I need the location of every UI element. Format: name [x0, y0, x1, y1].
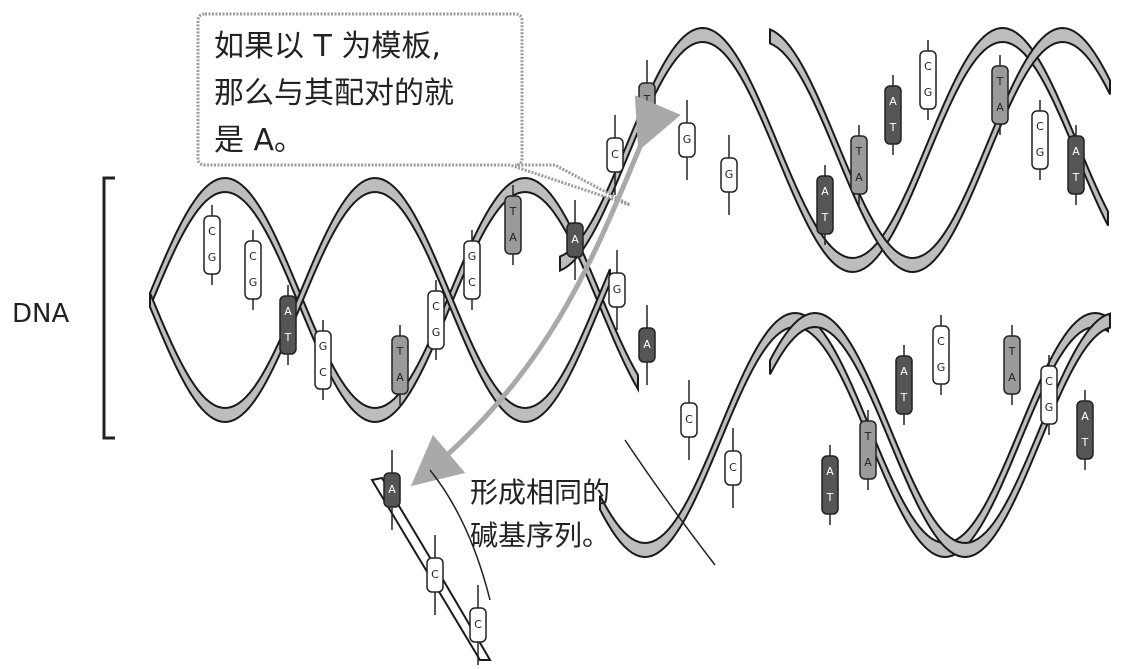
base-letter: C	[611, 148, 619, 161]
base-top-16: CG	[920, 40, 936, 120]
base-letter: G	[208, 251, 217, 264]
base-letter: A	[284, 305, 292, 318]
base-bottom-23: C	[725, 428, 741, 508]
dna-label: DNA	[12, 299, 69, 329]
base-letter: C	[474, 618, 482, 631]
base-top-1: CG	[245, 230, 261, 310]
base-top-12: G	[721, 135, 737, 215]
base-letter: T	[821, 211, 829, 224]
dna-bracket	[104, 178, 115, 438]
base-letter: C	[729, 461, 737, 474]
base-letter: T	[900, 391, 908, 404]
base-top-13: AT	[817, 165, 833, 245]
base-bottom-26: AT	[896, 345, 912, 425]
base-letter: T	[509, 205, 517, 218]
base-bottom-29: CG	[1041, 355, 1057, 435]
base-top-8: A	[567, 200, 583, 280]
base-top-4: TA	[392, 325, 408, 405]
base-letter: A	[821, 185, 829, 198]
base-letter: G	[249, 276, 258, 289]
base-letter: G	[1036, 146, 1045, 159]
base-letter: A	[388, 483, 396, 496]
base-letter: C	[431, 568, 439, 581]
base-letter: C	[1045, 375, 1053, 388]
base-letter: A	[1081, 410, 1089, 423]
base-letter: T	[826, 491, 834, 504]
note-line-1: 形成相同的	[470, 476, 610, 509]
base-letter: A	[571, 233, 579, 246]
base-top-5: CG	[428, 280, 444, 360]
base-letter: G	[1045, 401, 1054, 414]
callout-line-1: 如果以 T 为模板,	[214, 29, 441, 64]
base-letter: G	[468, 250, 477, 263]
base-letter: C	[432, 300, 440, 313]
base-letter: T	[284, 331, 292, 344]
base-letter: A	[855, 171, 863, 184]
base-letter: C	[208, 225, 216, 238]
base-letter: C	[685, 413, 693, 426]
base-bottom-22: C	[681, 380, 697, 460]
base-letter: G	[613, 283, 622, 296]
base-letter: G	[683, 133, 692, 146]
base-letter: T	[855, 145, 863, 158]
base-letter: T	[1072, 171, 1080, 184]
base-bottom-30: AT	[1077, 390, 1093, 470]
base-letter: A	[826, 465, 834, 478]
base-top-17: TA	[992, 55, 1008, 135]
callout-line-2: 那么与其配对的就	[214, 76, 454, 111]
base-bottom-24: AT	[822, 445, 838, 525]
base-letter: A	[509, 231, 517, 244]
base-letter: A	[396, 371, 404, 384]
base-top-9: C	[607, 115, 623, 195]
base-top-2: AT	[280, 285, 296, 365]
base-bottom-25: TA	[860, 410, 876, 490]
base-letter: G	[432, 326, 441, 339]
note-line-2: 碱基序列。	[470, 519, 610, 552]
base-letter: C	[937, 335, 945, 348]
base-letter: C	[468, 276, 476, 289]
base-letter: C	[249, 250, 257, 263]
base-letter: A	[1072, 145, 1080, 158]
base-top-7: TA	[505, 185, 521, 265]
base-letter: G	[725, 168, 734, 181]
base-letter: A	[900, 365, 908, 378]
base-letter: C	[924, 60, 932, 73]
callout-line-3: 是 A。	[214, 123, 304, 158]
base-letter: A	[1008, 371, 1016, 384]
base-letter: C	[1036, 120, 1044, 133]
base-letter: T	[396, 345, 404, 358]
base-letter: T	[889, 121, 897, 134]
base-bottom-27: CG	[933, 315, 949, 395]
base-top-6: GC	[464, 230, 480, 310]
base-top-0: CG	[204, 205, 220, 285]
base-letter: T	[1081, 436, 1089, 449]
base-letter: T	[643, 93, 651, 106]
base-bottom-21: A	[639, 305, 655, 385]
base-letter: T	[996, 75, 1004, 88]
base-letter: A	[889, 95, 897, 108]
strand-left-b	[150, 178, 610, 422]
base-letter: C	[319, 366, 327, 379]
base-letter: A	[996, 101, 1004, 114]
base-letter: T	[864, 430, 872, 443]
base-fragment-32: C	[427, 535, 443, 615]
base-letter: A	[643, 338, 651, 351]
base-letter: G	[937, 361, 946, 374]
base-top-15: AT	[885, 75, 901, 155]
base-bottom-28: TA	[1004, 325, 1020, 405]
base-top-18: CG	[1032, 100, 1048, 180]
base-top-14: TA	[851, 125, 867, 205]
base-letter: A	[864, 456, 872, 469]
base-top-19: AT	[1068, 125, 1084, 205]
base-top-3: GC	[315, 320, 331, 400]
base-letter: T	[1008, 345, 1016, 358]
base-letter: G	[924, 86, 933, 99]
base-letter: G	[319, 340, 328, 353]
base-top-11: G	[679, 100, 695, 180]
